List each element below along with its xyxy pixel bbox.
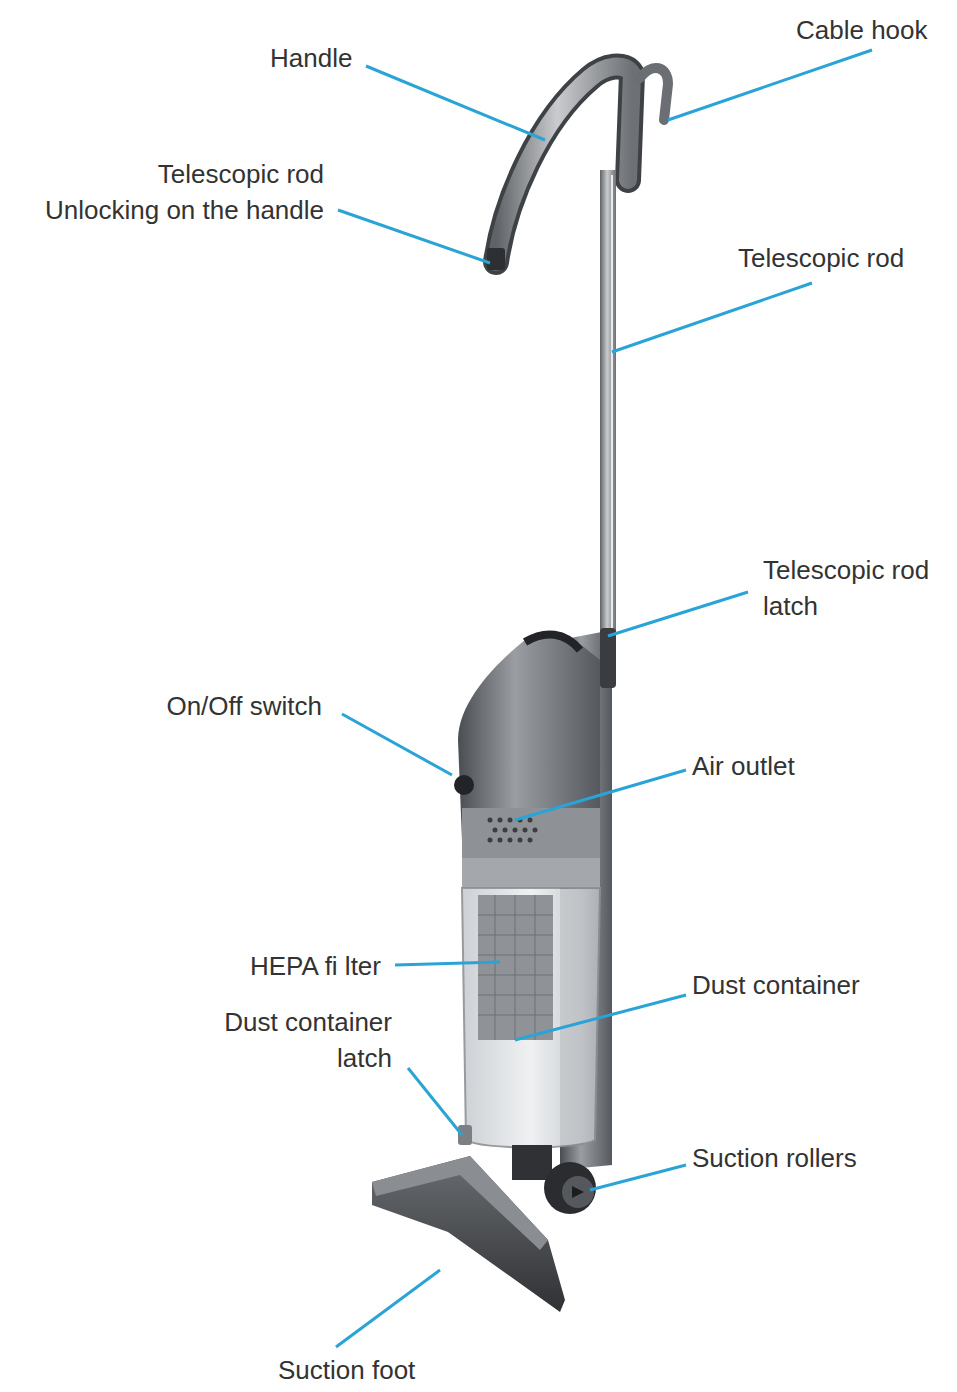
- rod-latch-shape: [600, 628, 616, 688]
- suction-foot-shape: [372, 1156, 565, 1312]
- suction-foot-top: [372, 1156, 548, 1250]
- suction-roller-shape: [544, 1162, 596, 1214]
- unlock-button: [487, 248, 505, 270]
- hepa-filter-shape: [478, 895, 553, 1040]
- motor-top: [525, 634, 580, 650]
- leader-line: [338, 210, 490, 263]
- part-label: Telescopic rod Unlocking on the handle: [39, 156, 324, 228]
- part-label: Dust container latch: [217, 1004, 392, 1076]
- leader-line: [668, 50, 872, 120]
- leader-line: [336, 1270, 440, 1347]
- leader-line: [395, 962, 500, 965]
- part-label: Suction foot: [278, 1352, 478, 1388]
- telescopic-rod-shape: [600, 170, 616, 640]
- leader-line: [608, 592, 748, 636]
- cable-hook-shape: [640, 68, 668, 120]
- part-label: Cable hook: [796, 12, 957, 48]
- roller-hub: [562, 1176, 594, 1208]
- leader-line: [590, 1165, 686, 1190]
- foot-neck: [512, 1145, 552, 1180]
- leader-line: [408, 1068, 462, 1135]
- rod-highlight: [611, 175, 613, 635]
- hepa-filter-mesh: [478, 895, 553, 1040]
- part-label: Telescopic rod latch: [763, 552, 943, 624]
- part-label: On/Off switch: [102, 688, 322, 724]
- part-label: Suction rollers: [692, 1140, 922, 1176]
- air-outlet-holes: [488, 818, 538, 843]
- leader-line: [515, 770, 686, 820]
- dust-container-shape: [462, 888, 600, 1148]
- leader-line: [515, 995, 686, 1040]
- container-collar: [462, 858, 600, 888]
- part-label: Telescopic rod: [738, 240, 948, 276]
- on-off-switch-shape: [454, 775, 474, 795]
- part-label: Handle: [270, 40, 410, 76]
- roller-mark: [572, 1186, 584, 1198]
- leader-line: [342, 714, 452, 775]
- part-label: HEPA fi lter: [181, 948, 381, 984]
- leader-line: [366, 66, 545, 140]
- part-label: Dust container: [692, 967, 922, 1003]
- leader-line: [612, 283, 812, 352]
- part-label: Air outlet: [692, 748, 892, 784]
